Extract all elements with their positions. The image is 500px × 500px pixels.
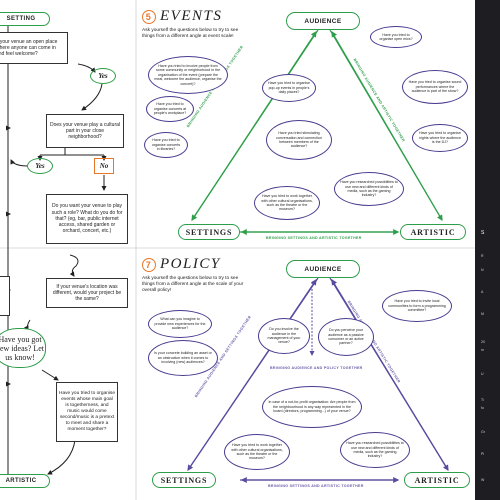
question-open-venue: s your venue an open place where anyone … xyxy=(0,32,68,64)
left-cut-box xyxy=(0,276,10,316)
policy-settings-node: SETTINGS xyxy=(152,472,216,488)
new-ideas-cloud: Have you got new ideas? Let us know! xyxy=(0,328,46,368)
policy-audience-node: AUDIENCE xyxy=(286,260,360,278)
policy-heading: 7 POLICY xyxy=(142,256,221,273)
policy-edge-audience-policy: BRINGING AUDIENCE AND POLICY TOGETHER xyxy=(270,366,363,370)
question-venue-role: Do you want your venue to play such a ro… xyxy=(46,194,128,244)
dark-panel-line: N xyxy=(481,268,484,272)
dark-panel-line: W xyxy=(481,478,485,482)
question-togetherness-events: Have you tried to organise events whose … xyxy=(56,382,118,442)
yes-answer-2: Yes xyxy=(27,158,53,174)
events-edge-settings-artistic: BRINGING SETTINGS AND ARTISTIC TOGETHER xyxy=(266,236,362,240)
dark-panel-line: U xyxy=(481,372,484,376)
events-heading: 5 EVENTS xyxy=(142,8,222,25)
events-intro: Ask yourself the questions below to try … xyxy=(142,28,239,39)
policy-bubble-board-representation: In case of a not-for-profit organisation… xyxy=(262,386,362,428)
events-bubble-sound-performances: Have you tried to organise sound perform… xyxy=(402,70,468,104)
events-bubble-workplace: Have you tried to organise concerts at p… xyxy=(146,96,194,122)
artistic-node-left: ARTISTIC xyxy=(0,474,50,488)
dark-panel-line: Ti xyxy=(481,398,484,402)
dark-panel-line: R xyxy=(481,254,484,258)
events-settings-node: SETTINGS xyxy=(178,224,240,240)
question-venue-location: If your venue's location was different, … xyxy=(46,278,128,308)
events-number-badge: 5 xyxy=(142,9,156,24)
policy-number-badge: 7 xyxy=(142,257,156,272)
question-cultural-role: Does your venue play a cultural part in … xyxy=(46,114,124,148)
dark-panel-line: m xyxy=(481,348,484,352)
events-audience-node: AUDIENCE xyxy=(286,12,360,30)
events-bubble-cultural-organisations: Have you tried to work together with oth… xyxy=(254,186,320,220)
dark-panel-line: S xyxy=(481,230,485,236)
policy-bubble-programming-committee: Have you tried to invite local communiti… xyxy=(382,290,452,322)
events-bubble-popup: Have you tried to organise pop-up events… xyxy=(262,74,316,102)
dark-panel-line: A xyxy=(481,290,484,294)
policy-intro: Ask yourself the questions below to try … xyxy=(142,276,244,293)
events-title: EVENTS xyxy=(160,8,223,24)
events-artistic-node: ARTISTIC xyxy=(400,224,466,240)
setting-node: SETTING xyxy=(0,12,50,26)
dark-panel-line: M xyxy=(481,312,484,316)
policy-bubble-cultural-organisations: Have you tried to work together with oth… xyxy=(224,434,290,470)
events-bubble-community: Have you tried to involve people from so… xyxy=(148,56,228,94)
policy-artistic-node: ARTISTIC xyxy=(404,472,470,488)
dark-panel-line: Gr xyxy=(481,430,485,434)
events-bubble-open-mics: Have you tried to organise open mics? xyxy=(370,26,422,48)
no-answer-2: No xyxy=(94,158,114,174)
policy-bubble-new-media: Have you researched possibilities to use… xyxy=(340,432,410,468)
events-bubble-libraries: Have you tried to organise concerts in l… xyxy=(144,132,188,158)
events-bubble-conversation: Have you tried stimulating conversation … xyxy=(266,120,332,160)
policy-bubble-passive-active: Do you perceive your audience as a passi… xyxy=(318,318,374,356)
dark-panel-line: 20 xyxy=(481,340,485,344)
right-dark-panel: S R N A M 20 m U Ti fo Gr Pi W xyxy=(475,0,500,500)
policy-title: POLICY xyxy=(160,256,221,272)
policy-bubble-new-experiences: What can you imagine to provide new expe… xyxy=(148,310,212,338)
policy-bubble-involve-audience: Do you involve the audience in the manag… xyxy=(258,318,310,354)
events-bubble-new-media: Have you researched possibilities to use… xyxy=(334,172,404,206)
dark-panel-line: fo xyxy=(481,406,484,410)
yes-answer-1: Yes xyxy=(90,68,116,84)
dark-panel-line: Pi xyxy=(481,452,485,456)
policy-bubble-building: Is your concrete building an asset or an… xyxy=(148,340,218,376)
events-bubble-audience-dj: Have you tried to organise nights where … xyxy=(412,124,468,152)
policy-edge-settings-artistic: BRINGING SETTINGS AND ARTISTIC TOGETHER xyxy=(268,484,364,488)
